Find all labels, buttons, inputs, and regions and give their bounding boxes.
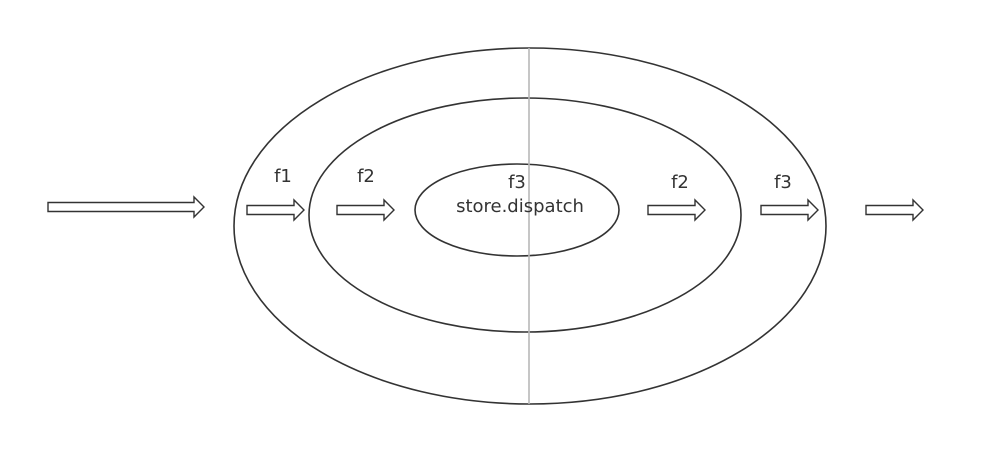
store-dispatch-label: store.dispatch bbox=[456, 196, 584, 217]
outer-layer-ellipse bbox=[233, 47, 827, 405]
output-arrow bbox=[865, 198, 924, 222]
left-f2-label: f2 bbox=[357, 166, 375, 187]
f3-exit-arrow bbox=[760, 198, 819, 222]
f1-entry-arrow bbox=[246, 198, 305, 222]
f2-exit-arrow bbox=[647, 198, 706, 222]
f2-entry-arrow bbox=[336, 198, 395, 222]
center-f3-label: f3 bbox=[508, 172, 526, 193]
right-f3-label: f3 bbox=[774, 172, 792, 193]
input-arrow bbox=[47, 195, 205, 219]
left-f1-label: f1 bbox=[274, 166, 292, 187]
middle-layer-ellipse bbox=[308, 97, 742, 333]
inner-core-ellipse bbox=[414, 163, 620, 257]
right-f2-label: f2 bbox=[671, 172, 689, 193]
